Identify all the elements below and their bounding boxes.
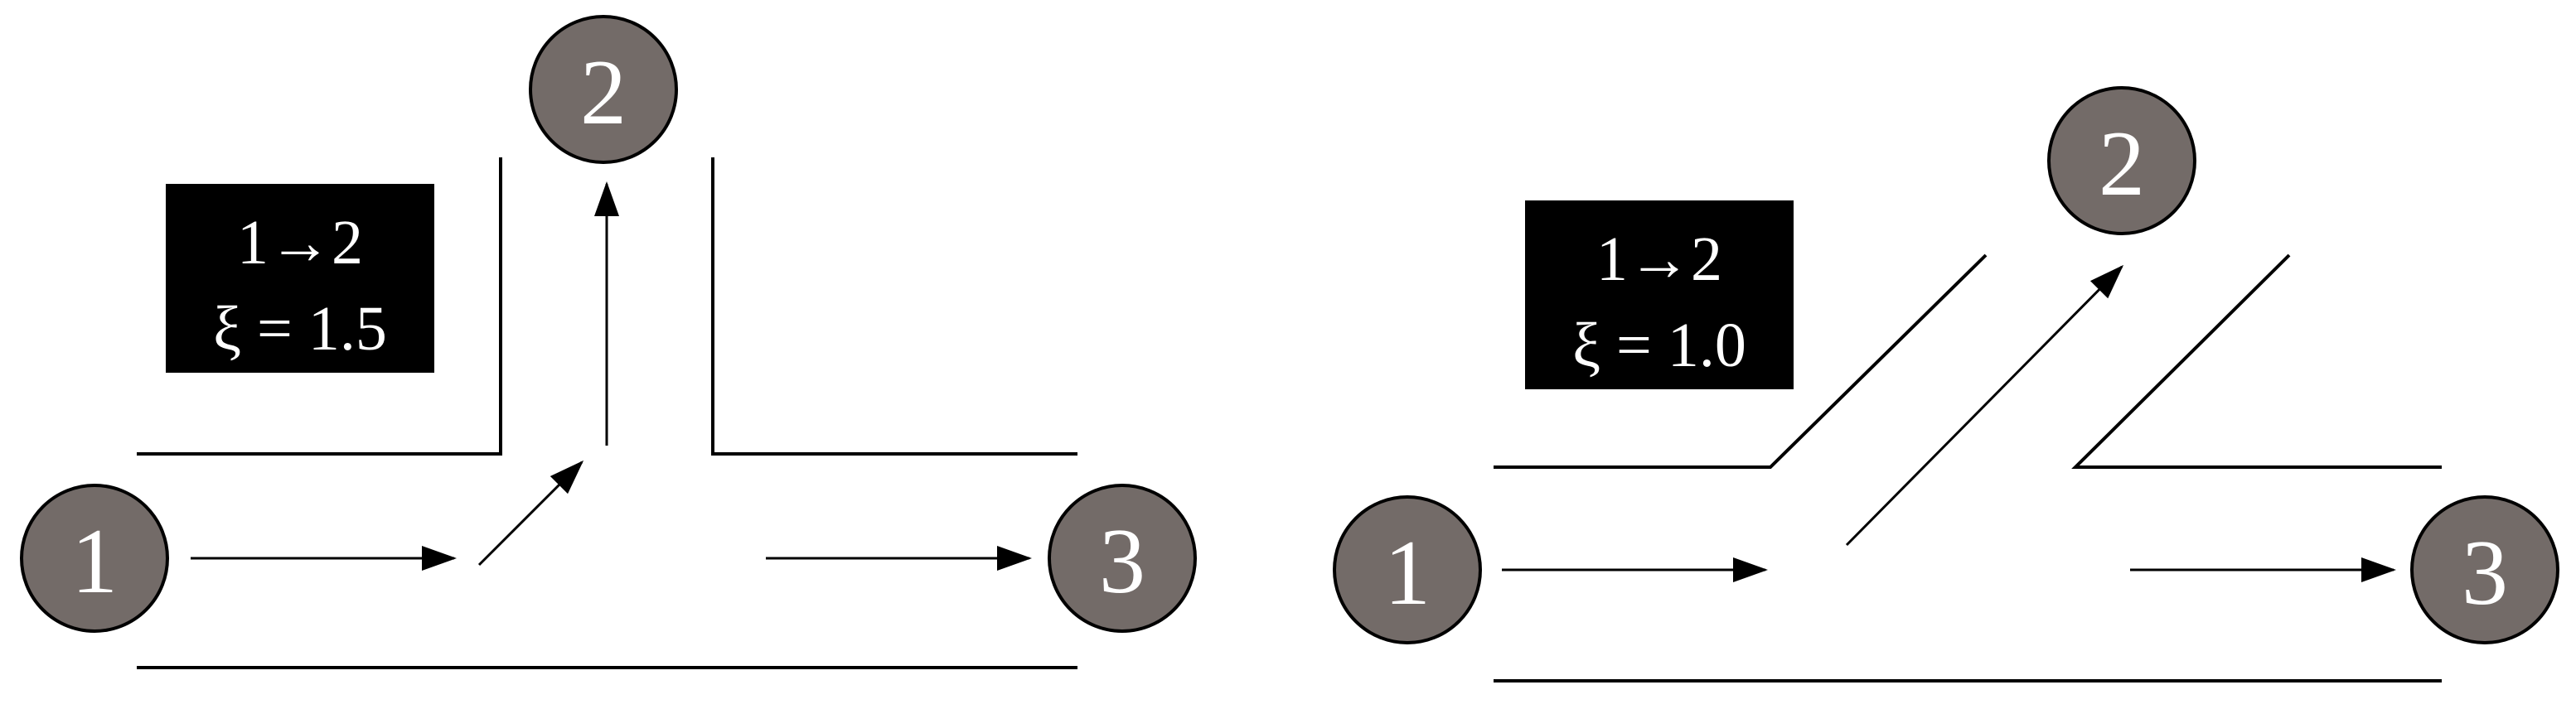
right-node-3: 3 [2410,495,2559,644]
left-loss-label-bg [166,184,434,373]
left-loss-path: 1→2 [237,208,363,277]
svg-text:2: 2 [2099,113,2145,215]
left-node-1: 1 [20,484,169,633]
svg-text:2: 2 [580,41,627,144]
right-node-1: 1 [1333,495,1482,644]
left-flow-arrows [191,181,1032,571]
right-upper-left-wall [1494,253,1988,469]
left-loss-label: 1→2 ξ = 1.5 [166,184,434,373]
left-diagonal-arrow [477,460,584,567]
right-loss-label: 1→2 ξ = 1.0 [1525,200,1794,389]
left-upper-right-wall [711,157,1077,456]
left-upper-left-wall [137,157,502,456]
left-node-2: 2 [529,15,678,164]
left-pipe-walls [137,157,1077,669]
right-flow-arrows [1502,264,2396,582]
left-loss-coefficient: ξ = 1.5 [213,294,387,364]
right-loss-coefficient: ξ = 1.0 [1572,311,1746,380]
right-pipe-walls [1494,253,2442,682]
right-loss-label-bg [1525,200,1794,389]
left-node-3: 3 [1048,484,1197,633]
svg-text:1: 1 [71,510,118,613]
svg-text:3: 3 [1099,510,1145,613]
right-wye-diagram: 1→2 ξ = 1.0 1 2 3 [1333,86,2559,682]
svg-text:1: 1 [1384,522,1431,625]
svg-text:3: 3 [2462,522,2508,625]
right-upper-right-wall [2071,253,2442,469]
right-branch-arrow [1845,264,2124,547]
right-loss-path: 1→2 [1596,224,1722,294]
right-node-2: 2 [2047,86,2196,235]
left-tee-diagram: 1→2 ξ = 1.5 1 2 3 [20,15,1197,669]
